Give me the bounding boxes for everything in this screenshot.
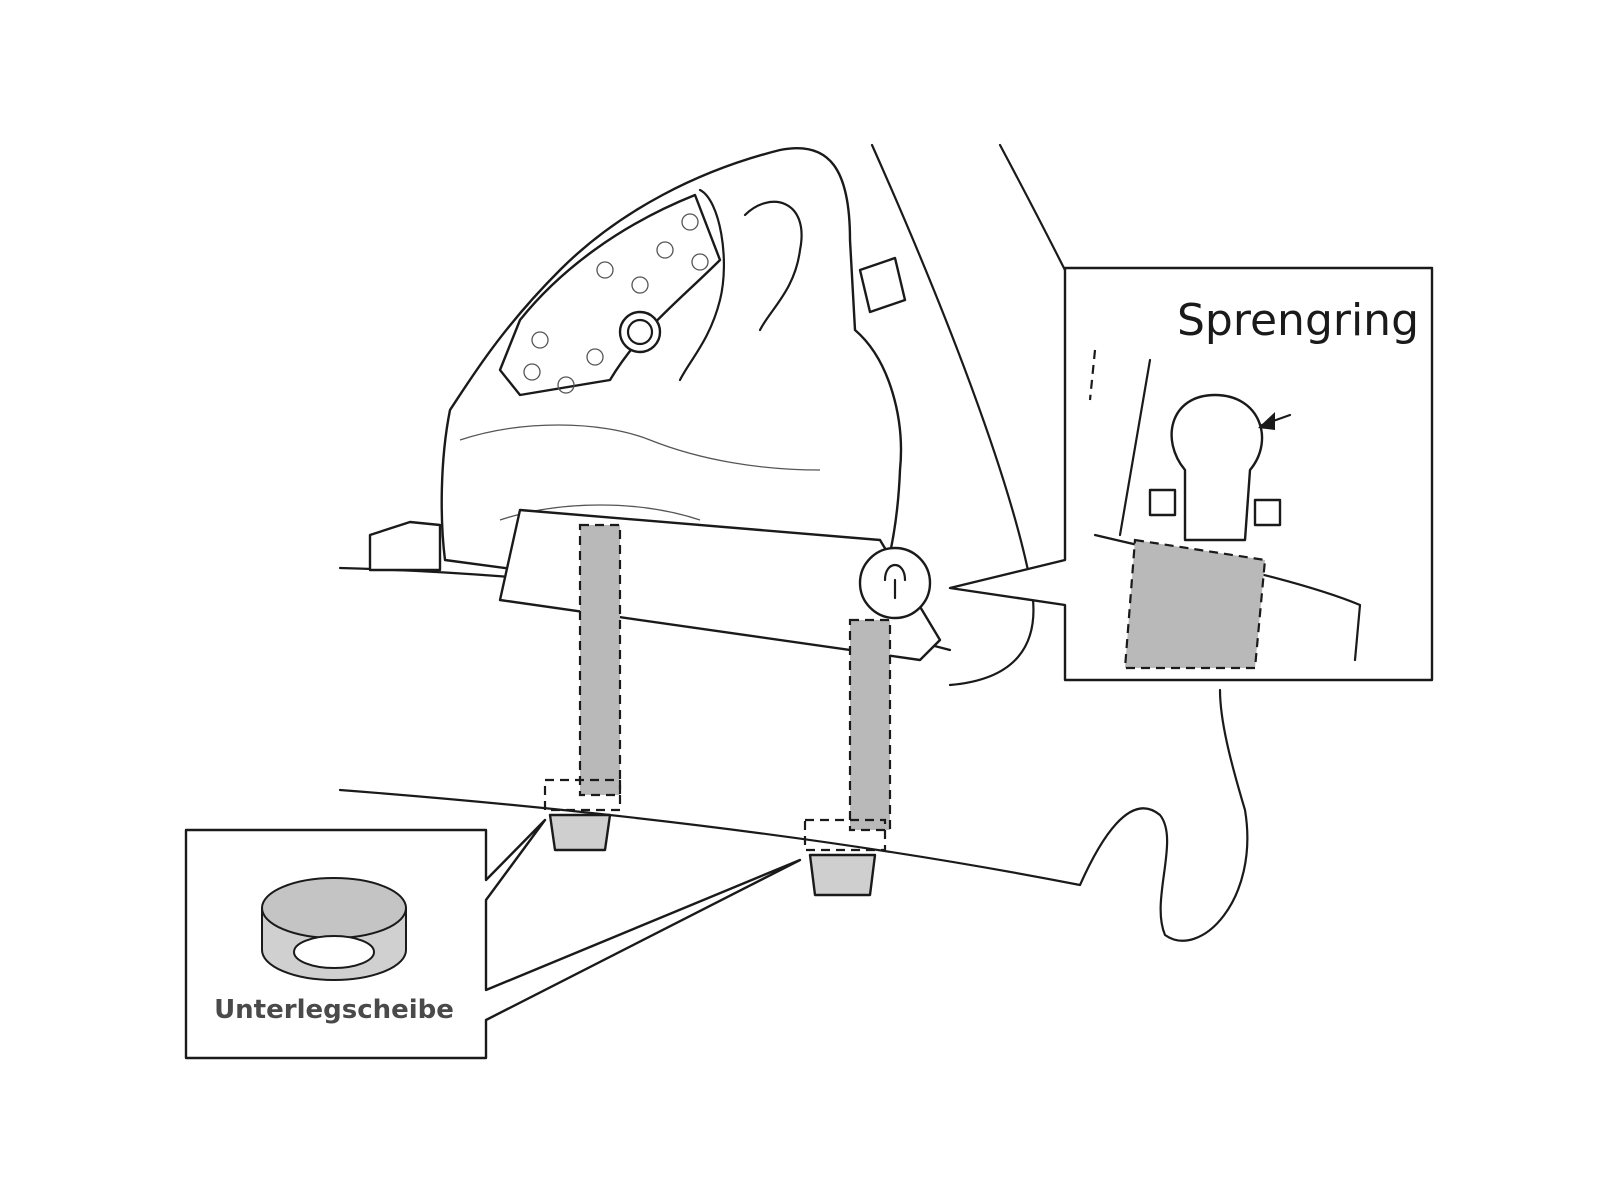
arrow-head-icon xyxy=(1258,412,1275,430)
washer-icon xyxy=(261,877,407,981)
washer-label: Unterlegscheibe xyxy=(214,995,454,1025)
mounting-bolt-right xyxy=(803,618,892,897)
brake-caliper xyxy=(368,147,942,662)
mounting-bolt-left xyxy=(543,523,622,852)
washer-callout: Unterlegscheibe xyxy=(184,818,802,1060)
snap-ring-callout: Sprengring xyxy=(948,266,1434,682)
pad-holes xyxy=(523,213,709,394)
snap-ring-indicator xyxy=(858,546,932,620)
snap-ring-label: Sprengring xyxy=(1177,295,1419,346)
